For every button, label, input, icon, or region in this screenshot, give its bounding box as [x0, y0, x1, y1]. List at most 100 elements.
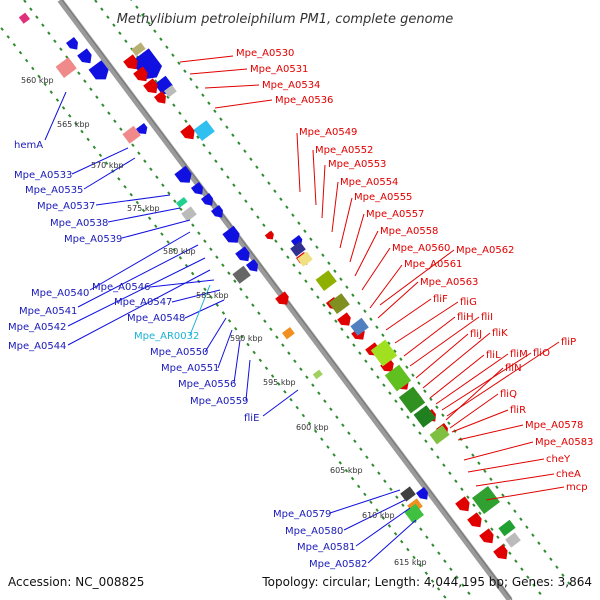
accession-text: Accession: NC_008825 — [8, 575, 144, 589]
gene-label[interactable]: Mpe_A0531 — [250, 64, 308, 75]
gene-feature-block — [193, 120, 215, 142]
gene-label[interactable]: Mpe_A0533 — [14, 170, 72, 181]
plus-strand-gene — [133, 66, 148, 82]
gene-label[interactable]: Mpe_A0562 — [456, 245, 514, 256]
gene-label[interactable]: Mpe_A0553 — [328, 159, 386, 170]
gene-label[interactable]: Mpe_A0554 — [340, 177, 398, 188]
gene-label[interactable]: Mpe_A0541 — [19, 306, 77, 317]
gene-label[interactable]: Mpe_A0556 — [178, 379, 236, 390]
gene-label[interactable]: fliI — [481, 312, 493, 323]
label-leader-line — [463, 441, 534, 461]
label-leader-line — [394, 301, 459, 344]
label-leader-line — [204, 317, 227, 353]
kbp-tick-label: 615 kbp — [394, 558, 427, 567]
gene-label[interactable]: fliG — [460, 297, 477, 308]
gene-label[interactable]: mcp — [566, 482, 588, 493]
gene-label[interactable]: Mpe_A0559 — [190, 396, 248, 407]
gene-label[interactable]: fliL — [486, 350, 501, 361]
gene-label[interactable]: Mpe_A0551 — [161, 363, 219, 374]
label-leader-line — [217, 329, 233, 369]
gene-label[interactable]: Mpe_A0552 — [315, 145, 373, 156]
gene-label[interactable]: Mpe_A0581 — [297, 542, 355, 553]
gene-feature-block — [498, 519, 516, 537]
gene-label[interactable]: Mpe_A0580 — [285, 526, 343, 537]
gene-feature-block — [297, 251, 313, 267]
gene-label[interactable]: Mpe_A0534 — [262, 80, 320, 91]
gene-label[interactable]: fliM — [510, 349, 528, 360]
minus-strand-gene — [210, 205, 223, 218]
gene-label[interactable]: Mpe_A0536 — [275, 95, 333, 106]
label-leader-line — [449, 393, 499, 429]
gene-label[interactable]: Mpe_A0535 — [25, 185, 83, 196]
label-leader-line — [171, 289, 221, 303]
gene-feature-block — [384, 364, 412, 392]
label-leader-line — [44, 91, 67, 141]
gene-label[interactable]: fliK — [492, 328, 508, 339]
gene-label[interactable]: hemA — [14, 140, 43, 151]
rna-label[interactable]: Mpe_AR0032 — [134, 331, 199, 342]
minus-strand-gene — [174, 165, 192, 183]
gene-label[interactable]: Mpe_A0546 — [92, 282, 150, 293]
plus-strand-gene — [493, 544, 508, 560]
gene-label[interactable]: fliP — [561, 337, 576, 348]
gene-label[interactable]: fliE — [244, 413, 259, 424]
gene-label[interactable]: Mpe_A0582 — [309, 559, 367, 570]
gene-feature-block — [429, 425, 450, 445]
gene-label[interactable]: Mpe_A0560 — [392, 243, 450, 254]
kbp-tick-label: 580 kbp — [163, 247, 196, 256]
gene-feature-block — [350, 317, 369, 336]
gene-label[interactable]: Mpe_A0550 — [150, 347, 208, 358]
gene-label[interactable]: Mpe_A0557 — [366, 209, 424, 220]
gene-label[interactable]: Mpe_A0547 — [114, 297, 172, 308]
minus-strand-gene — [88, 60, 109, 80]
gene-feature-block — [315, 270, 337, 292]
gene-label[interactable]: cheY — [546, 454, 571, 465]
label-leader-line — [409, 316, 480, 367]
plus-strand-gene — [275, 291, 289, 305]
label-leader-line — [321, 164, 326, 219]
label-leader-line — [312, 149, 317, 206]
gene-label[interactable]: Mpe_A0558 — [380, 226, 438, 237]
gene-label[interactable]: Mpe_A0539 — [64, 234, 122, 245]
label-leader-line — [445, 367, 504, 421]
gene-label[interactable]: fliJ — [470, 329, 482, 340]
minus-strand-gene — [190, 182, 203, 195]
gene-features — [18, 12, 521, 560]
gene-label[interactable]: Mpe_A0555 — [354, 192, 412, 203]
label-leader-line — [349, 213, 365, 263]
plus-strand-gene — [337, 312, 351, 326]
gene-label[interactable]: Mpe_A0579 — [273, 509, 331, 520]
gene-label[interactable]: Mpe_A0544 — [8, 341, 66, 352]
gene-feature-block — [122, 125, 141, 144]
map-title: Methylibium petroleiphilum PM1, complete… — [117, 12, 454, 27]
gene-label[interactable]: Mpe_A0542 — [8, 322, 66, 333]
gene-label[interactable]: fliH — [457, 312, 474, 323]
gene-label[interactable]: Mpe_A0548 — [127, 313, 185, 324]
gene-label[interactable]: fliQ — [500, 389, 517, 400]
gene-label[interactable]: Mpe_A0530 — [236, 48, 294, 59]
minus-strand-gene — [135, 123, 148, 135]
minus-strand-gene — [245, 259, 258, 272]
kbp-tick-label: 610 kbp — [362, 511, 395, 520]
minus-strand-labels: hemA Mpe_A0533 Mpe_A0535 Mpe_A0537 Mpe_A… — [8, 140, 367, 570]
gene-label[interactable]: Mpe_A0578 — [525, 420, 583, 431]
gene-label[interactable]: Mpe_A0540 — [31, 288, 89, 299]
gene-label[interactable]: fliF — [433, 294, 448, 305]
gene-label[interactable]: fliO — [533, 348, 550, 359]
gene-label[interactable]: cheA — [556, 469, 581, 480]
kbp-tick-label: 560 kbp — [21, 76, 54, 85]
gene-label[interactable]: fliR — [510, 405, 526, 416]
gene-label[interactable]: Mpe_A0583 — [535, 437, 593, 448]
kbp-tick-label: 570 kbp — [91, 161, 124, 170]
gene-label[interactable]: Mpe_A0549 — [299, 127, 357, 138]
gene-feature-block — [290, 241, 306, 257]
gene-label[interactable]: Mpe_A0537 — [37, 201, 95, 212]
gene-label[interactable]: fliN — [505, 363, 522, 374]
gene-label[interactable]: Mpe_A0563 — [420, 277, 478, 288]
gene-label[interactable]: Mpe_A0538 — [50, 218, 108, 229]
gene-feature-block — [413, 405, 436, 428]
gene-feature-block — [232, 265, 251, 284]
minus-strand-gene — [415, 487, 428, 500]
gene-label[interactable]: Mpe_A0561 — [404, 259, 462, 270]
